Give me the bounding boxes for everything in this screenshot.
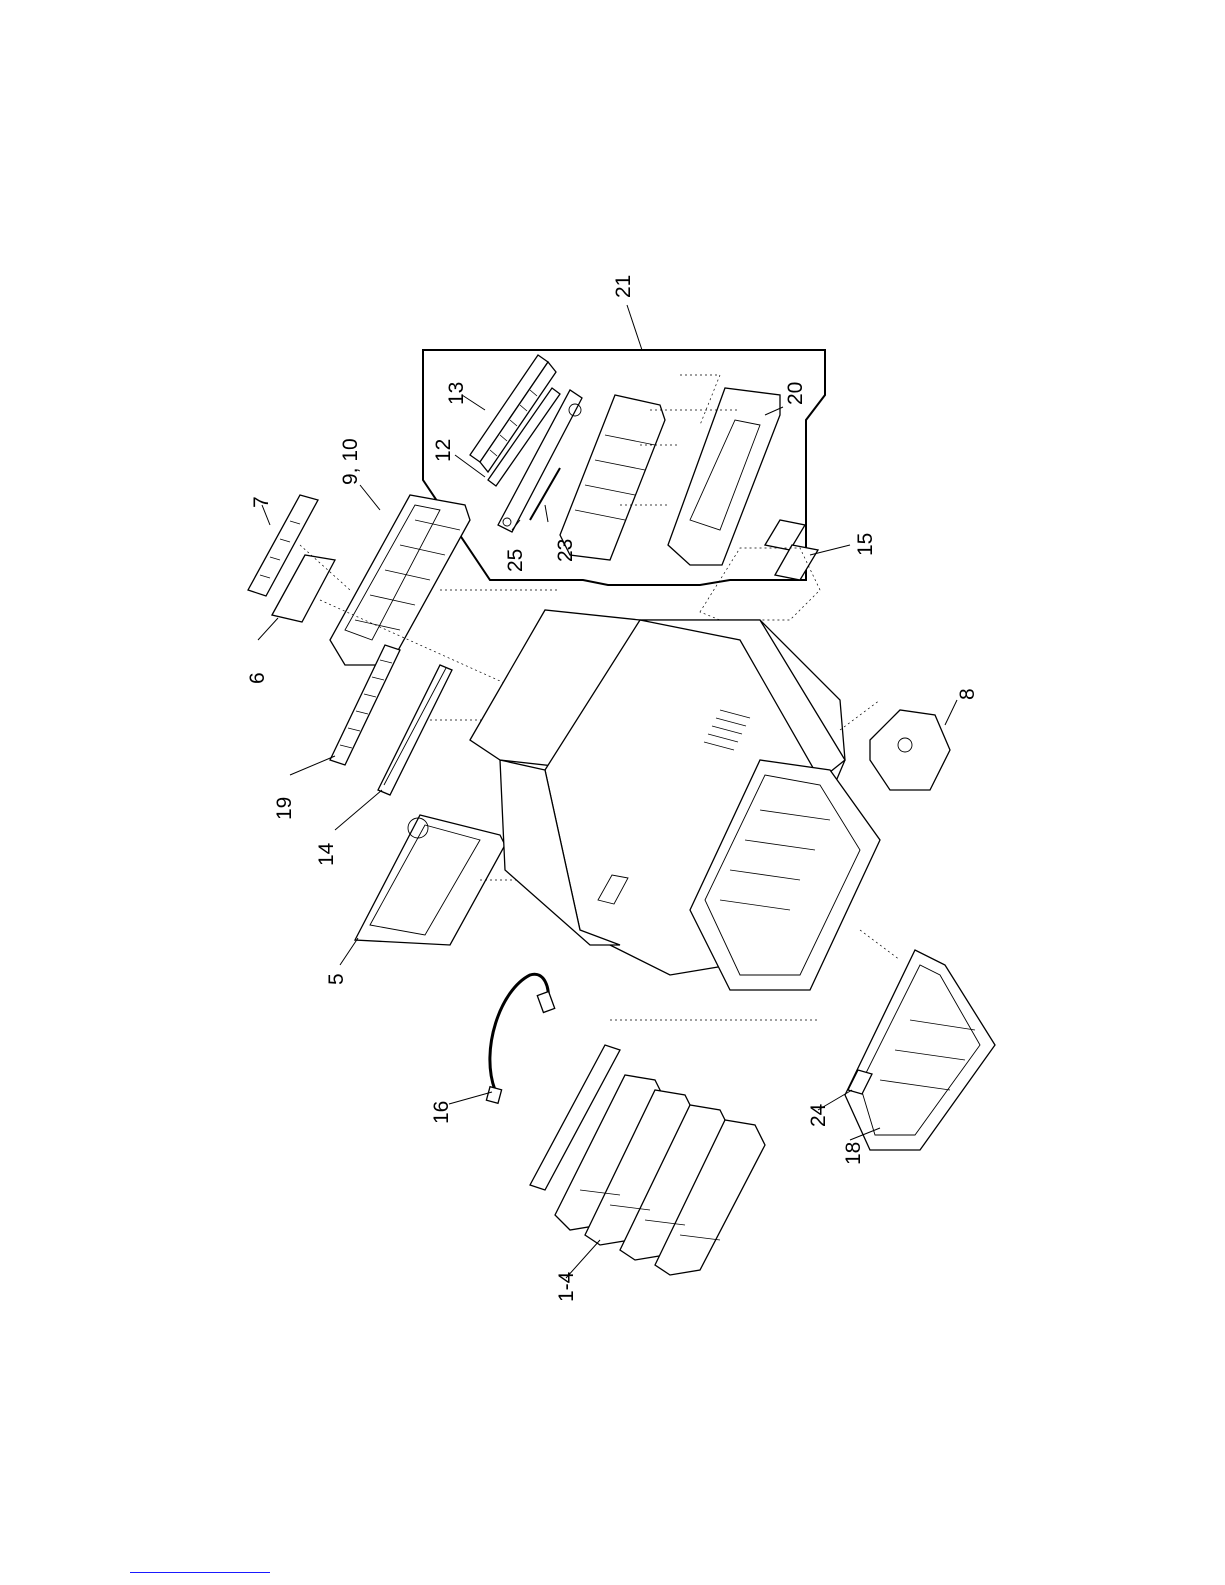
part-14 (378, 665, 452, 795)
callout-21: 21 (612, 275, 635, 298)
callout-1-4: 1-4 (555, 1271, 578, 1302)
printer-main-body (470, 610, 880, 990)
callout-20: 20 (784, 382, 807, 405)
callout-25: 25 (504, 549, 527, 572)
part-18 (845, 930, 995, 1150)
part-1-4 (530, 1020, 820, 1275)
callout-19: 19 (273, 797, 296, 820)
callout-23: 23 (554, 539, 577, 562)
callout-6: 6 (246, 672, 269, 684)
footer-link-underline[interactable] (130, 1572, 270, 1573)
callout-24: 24 (807, 1103, 830, 1127)
callout-14: 14 (315, 842, 338, 866)
callout-13: 13 (445, 382, 468, 405)
part-20 (668, 388, 780, 565)
callout-16: 16 (430, 1101, 453, 1124)
callout-18: 18 (842, 1142, 865, 1165)
callout-5: 5 (325, 973, 348, 985)
callout-12: 12 (432, 439, 455, 462)
part-8 (840, 700, 950, 790)
part-16 (486, 974, 554, 1103)
part-transfer-unit (560, 395, 665, 560)
callout-9-10: 9, 10 (339, 438, 362, 485)
callout-15: 15 (854, 533, 877, 556)
callout-7: 7 (250, 496, 273, 508)
part-9-10 (330, 495, 470, 665)
callout-8: 8 (956, 688, 979, 700)
